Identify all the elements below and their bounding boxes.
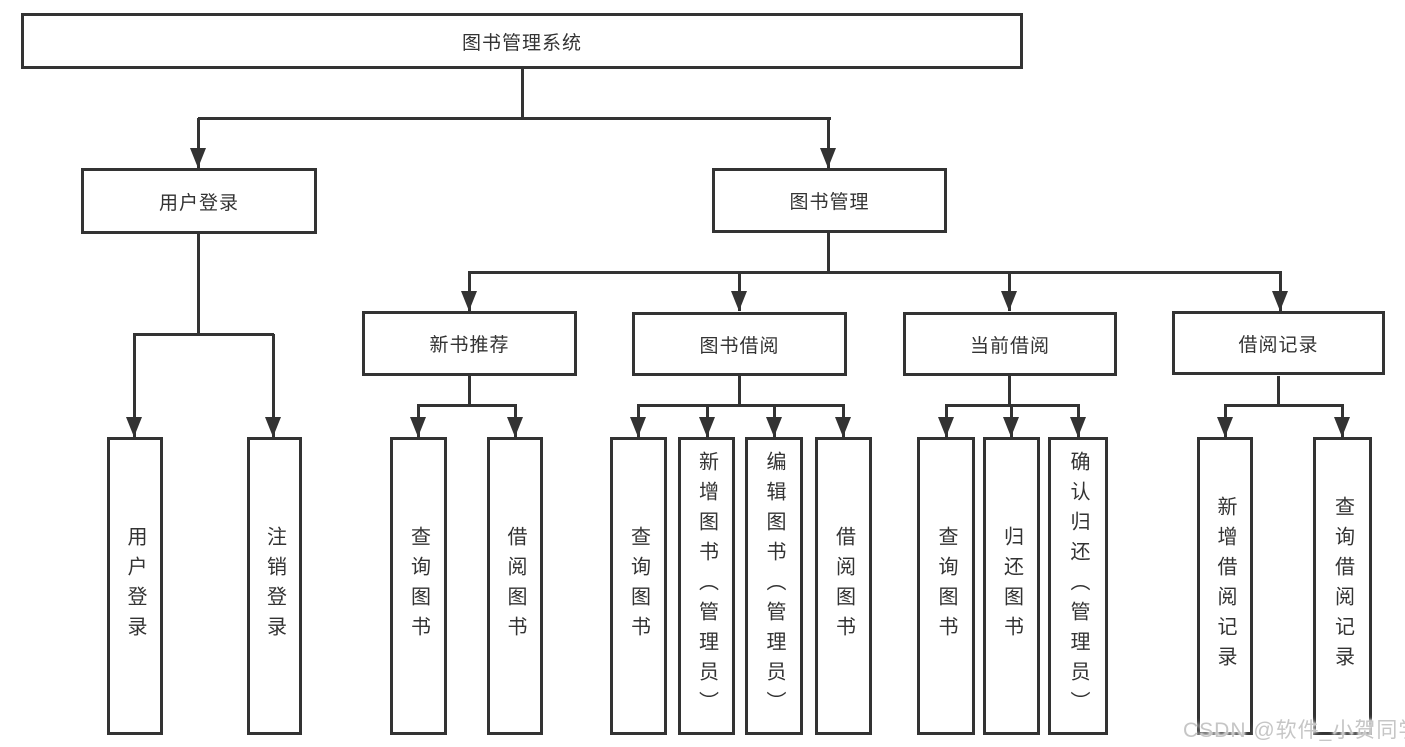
arrowhead-down-icon	[1070, 417, 1086, 437]
connector-line	[197, 118, 200, 168]
node-label: 当前借阅	[969, 335, 1050, 357]
node-label: 图书管理系统	[461, 32, 582, 54]
connector-line	[1224, 404, 1344, 407]
node-book-management: 图书管理	[712, 168, 947, 233]
arrowhead-down-icon	[126, 417, 142, 437]
arrowhead-down-icon	[265, 417, 281, 437]
node-new-book-recommend: 新书推荐	[362, 311, 577, 376]
node-leaf-borrow-books: 借阅图书	[815, 437, 872, 735]
arrowhead-down-icon	[731, 291, 747, 311]
node-leaf-logout: 注销登录	[247, 437, 302, 735]
node-leaf-user-login: 用户登录	[107, 437, 163, 735]
node-label: 查询图书	[407, 526, 430, 646]
node-label: 新增借阅记录	[1214, 496, 1236, 676]
arrowhead-down-icon	[630, 417, 646, 437]
arrowhead-down-icon	[410, 417, 426, 437]
node-root: 图书管理系统	[21, 13, 1023, 69]
node-leaf-add-books-admin: 新增图书（管理员）	[678, 437, 735, 735]
node-label: 新书推荐	[429, 335, 510, 356]
node-user-login: 用户登录	[81, 168, 317, 234]
arrowhead-down-icon	[461, 291, 477, 311]
node-leaf-query-books: 查询图书	[610, 437, 667, 735]
node-leaf-confirm-return-admin: 确认归还（管理员）	[1048, 437, 1108, 735]
node-leaf-borrow-books: 借阅图书	[487, 437, 543, 735]
connector-line	[272, 334, 275, 437]
connector-line	[468, 271, 1282, 274]
connector-line	[521, 69, 524, 118]
arrowhead-down-icon	[1272, 291, 1288, 311]
node-label: 图书管理	[789, 192, 870, 213]
connector-line	[197, 234, 200, 334]
node-leaf-query-borrow-record: 查询借阅记录	[1313, 437, 1372, 735]
node-label: 查询借阅记录	[1331, 496, 1354, 676]
node-label: 确认归还（管理员）	[1067, 451, 1089, 721]
node-label: 注销登录	[263, 526, 286, 646]
node-book-borrow: 图书借阅	[632, 312, 847, 376]
node-label: 借阅图书	[504, 526, 526, 646]
node-current-borrow: 当前借阅	[903, 312, 1117, 376]
arrowhead-down-icon	[699, 417, 715, 437]
node-leaf-query-books: 查询图书	[917, 437, 975, 735]
arrowhead-down-icon	[1334, 417, 1350, 437]
connector-line	[1008, 376, 1011, 405]
arrowhead-down-icon	[507, 417, 523, 437]
connector-line	[133, 334, 136, 437]
connector-line	[198, 117, 831, 120]
connector-line	[417, 404, 517, 407]
node-label: 编辑图书（管理员）	[763, 451, 785, 721]
node-leaf-query-books: 查询图书	[390, 437, 447, 735]
arrowhead-down-icon	[835, 417, 851, 437]
arrowhead-down-icon	[820, 148, 836, 168]
connector-line	[827, 233, 830, 272]
node-leaf-edit-books-admin: 编辑图书（管理员）	[745, 437, 803, 735]
node-borrow-records: 借阅记录	[1172, 311, 1385, 375]
arrowhead-down-icon	[190, 148, 206, 168]
arrowhead-down-icon	[1003, 417, 1019, 437]
node-label: 用户登录	[158, 192, 239, 214]
arrowhead-down-icon	[1001, 291, 1017, 311]
connector-line	[738, 376, 741, 405]
node-label: 新增图书（管理员）	[695, 451, 718, 721]
arrowhead-down-icon	[938, 417, 954, 437]
csdn-watermark: CSDN @软件_小贺同学	[1183, 719, 1405, 742]
connector-line	[1277, 376, 1280, 405]
node-label: 图书借阅	[699, 335, 780, 357]
arrowhead-down-icon	[1217, 417, 1233, 437]
node-label: 归还图书	[1000, 526, 1023, 646]
connector-line	[827, 118, 830, 168]
node-leaf-add-borrow-record: 新增借阅记录	[1197, 437, 1253, 735]
node-label: 查询图书	[935, 526, 957, 646]
arrowhead-down-icon	[766, 417, 782, 437]
node-label: 查询图书	[627, 526, 650, 646]
node-leaf-return-books: 归还图书	[983, 437, 1040, 735]
node-label: 借阅记录	[1238, 334, 1319, 356]
connector-line	[637, 404, 845, 407]
node-label: 借阅图书	[832, 526, 855, 646]
connector-line	[133, 333, 274, 336]
node-label: 用户登录	[124, 526, 146, 646]
connector-line	[468, 376, 471, 405]
